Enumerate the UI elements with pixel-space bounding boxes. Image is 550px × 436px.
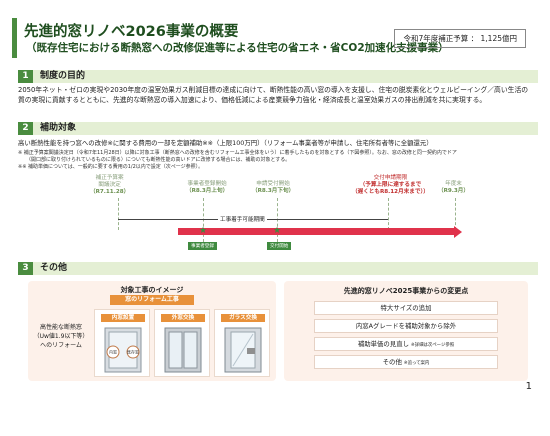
insulated-window-text: 高性能な断熱窓 （Uw値1.9以下等） へのリフォーム	[33, 324, 89, 349]
section-1-number: 1	[18, 70, 33, 83]
option-outer-window: 外窓交換	[154, 309, 210, 377]
section-3-number: 3	[18, 262, 33, 275]
timeline-arrow	[178, 228, 454, 235]
timeline-arrow-head	[454, 225, 462, 238]
option-label-outer: 外窓交換	[161, 314, 205, 322]
tag-grant-start: 交付開始	[267, 242, 292, 250]
timeline-point-3: 申請受付開始 （R8.3月下旬）	[252, 181, 295, 194]
work-image-panel: 対象工事のイメージ 窓のリフォーム工事 高性能な断熱窓 （Uw値1.9以下等） …	[28, 281, 276, 381]
target-note-3: ※※ 補助単価については、一般的に要する費用の1/2以内で設定（次ページ参照）。	[18, 164, 204, 170]
timeline-point-4: 交付申請期限 （予算上限に達するまで （遅くともR8.12月末まで））	[352, 175, 429, 195]
work-image-title: 対象工事のイメージ	[120, 286, 184, 294]
section-3-header: 3 その他	[18, 262, 538, 275]
timeline-point-5: 年度末 （R9.3月）	[438, 181, 469, 194]
changes-title: 先進的窓リノベ2025事業からの変更点	[343, 287, 469, 295]
window-reform-bar: 窓のリフォーム工事	[110, 295, 194, 305]
svg-text:既存窓: 既存窓	[127, 349, 139, 355]
title-accent-bar	[12, 18, 17, 58]
timeline-marker-line	[388, 198, 389, 230]
work-period-label: 工事着手可能期間	[218, 215, 267, 223]
target-note-1: ※ 補正予算案閣議決定日（令和7年11月28日）以降に対象工事（断熱窓への改修を…	[18, 150, 457, 156]
change-item: 補助単価の見直し ※詳細は次ページ参照	[314, 337, 498, 351]
option-label-inner: 内窓設置	[101, 314, 145, 322]
svg-text:内窓: 内窓	[109, 349, 117, 355]
section-2-header: 2 補助対象	[18, 122, 538, 135]
budget-badge: 令和7年度補正予算 ： 1,125億円	[394, 29, 526, 48]
timeline-marker-line	[118, 198, 119, 230]
section-3-label: その他	[40, 263, 68, 273]
timeline-marker-line	[455, 198, 456, 230]
section-2-number: 2	[18, 122, 33, 135]
star-icon: ★	[199, 226, 208, 236]
star-icon: ★	[273, 226, 282, 236]
page-number: 1	[525, 381, 532, 392]
change-item: 特大サイズの追加	[314, 301, 498, 315]
option-inner-window: 内窓設置 内窓 既存窓	[94, 309, 150, 377]
timeline-point-2: 事業者登録開始 （R8.3月上旬）	[186, 181, 229, 194]
change-item: 内窓Aグレードを補助対象から除外	[314, 319, 498, 333]
inner-window-icon: 内窓 既存窓	[104, 327, 142, 373]
changes-panel: 先進的窓リノベ2025事業からの変更点 特大サイズの追加 内窓Aグレードを補助対…	[284, 281, 528, 381]
timeline-point-1: 補正予算案 閣議決定 （R7.11.28）	[90, 175, 130, 195]
timeline-marker-line	[203, 198, 204, 242]
target-main-text: 高い断熱性能を持つ窓への改修※に関する費用の一部を定額補助※※（上限100万円）…	[18, 139, 433, 147]
target-note-2: （開口部に取り付けられているものに限る）についても断熱性能の高いドアに改修する場…	[26, 157, 291, 163]
slide: 先進的窓リノベ2026事業の概要 （既存住宅における断熱窓への改修促進等による住…	[12, 18, 538, 392]
page-title: 先進的窓リノベ2026事業の概要	[24, 24, 239, 40]
glass-pane-icon	[224, 327, 262, 373]
tag-registration: 事業者登録	[188, 242, 217, 250]
section-1-header: 1 制度の目的	[18, 70, 538, 83]
change-item: その他 ※追って案内	[314, 355, 498, 369]
page-subtitle: （既存住宅における断熱窓への改修促進等による住宅の省エネ・省CO2加速化支援事業…	[26, 42, 449, 54]
outer-window-icon	[164, 327, 202, 373]
timeline-marker-line	[277, 198, 278, 242]
section-1-label: 制度の目的	[40, 71, 86, 81]
option-label-glass: ガラス交換	[221, 314, 265, 322]
purpose-text: 2050年ネット・ゼロの実現や2030年度の温室効果ガス削減目標の達成に向けて、…	[18, 86, 529, 104]
option-glass-replace: ガラス交換	[214, 309, 270, 377]
section-2-label: 補助対象	[40, 123, 77, 133]
